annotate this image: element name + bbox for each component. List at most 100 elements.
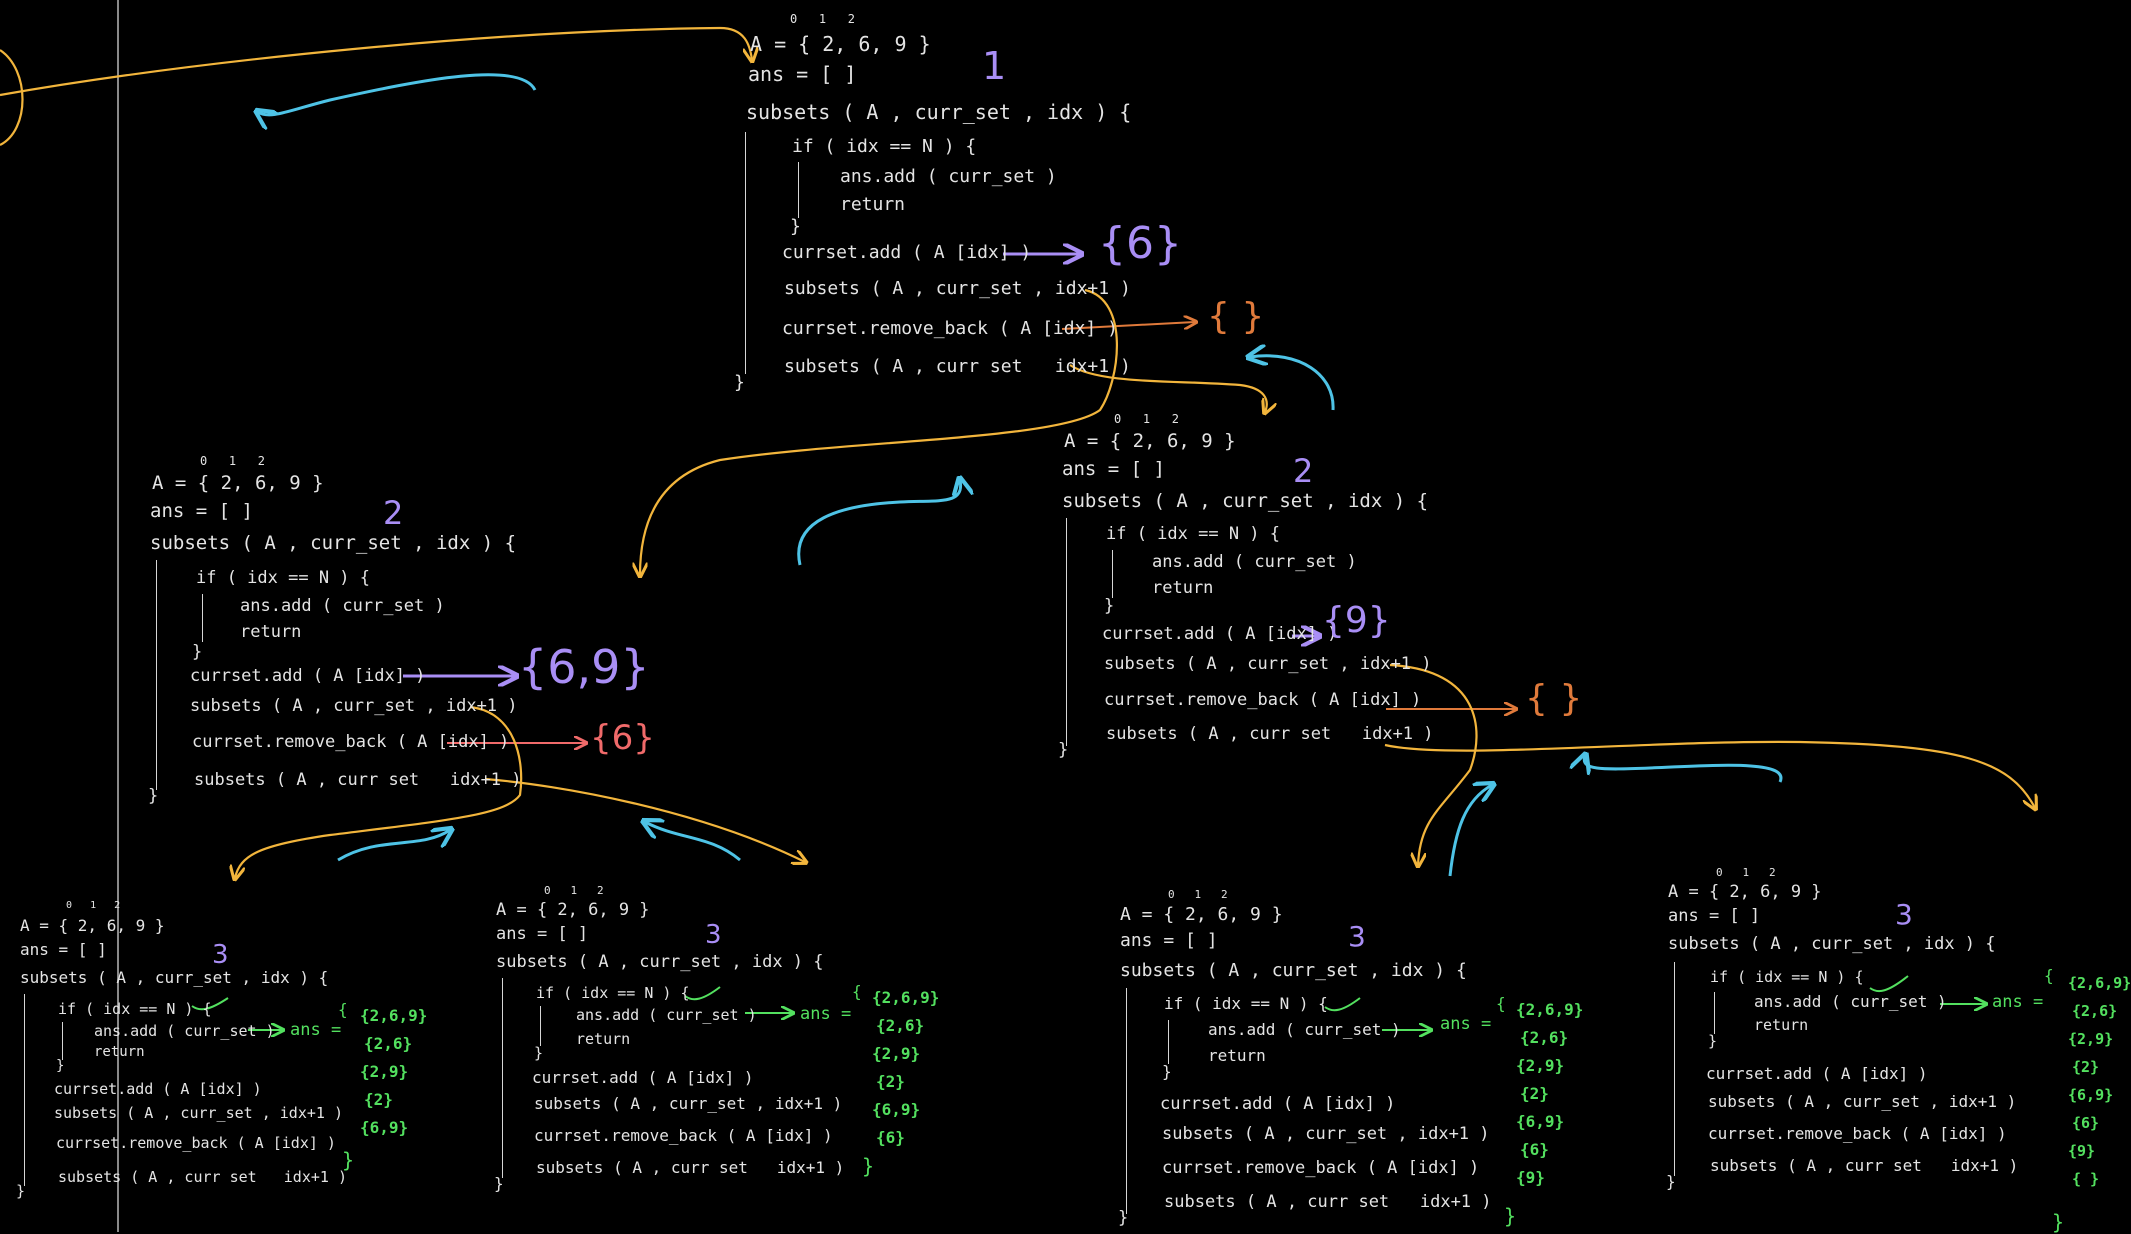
ans-init: ans = [ ] <box>1120 930 1218 951</box>
currset-remove: currset.remove_back ( A [idx] ) <box>56 1134 336 1152</box>
recursive-call-1: subsets ( A , curr_set , idx+1 ) <box>1162 1124 1490 1144</box>
recursive-call-2: subsets ( A , curr set idx+1 ) <box>536 1158 845 1177</box>
function-signature: subsets ( A , curr_set , idx ) { <box>746 100 1132 124</box>
recursive-call-1: subsets ( A , curr_set , idx+1 ) <box>534 1094 843 1113</box>
currset-remove: currset.remove_back ( A [idx] ) <box>1104 690 1422 710</box>
check-mark-frame7 <box>1869 975 1909 993</box>
recursive-call-1: subsets ( A , curr_set , idx+1 ) <box>1708 1092 2017 1111</box>
currset-add: currset.add ( A [idx] ) <box>1706 1064 1928 1083</box>
array-definition: A = { 2, 6, 9 } <box>1668 882 1822 902</box>
array-definition: A = { 2, 6, 9 } <box>750 32 931 56</box>
currset-remove: currset.remove_back ( A [idx] ) <box>192 732 510 752</box>
function-close: } <box>494 1174 504 1193</box>
ans-init: ans = [ ] <box>20 940 107 959</box>
ans-init: ans = [ ] <box>1062 458 1165 480</box>
if-body-bar <box>202 594 203 642</box>
array-indices: 0 1 2 <box>1716 866 1776 879</box>
ans-label: ans = <box>290 1020 342 1040</box>
base-case-close: } <box>790 216 801 237</box>
currset-remove: currset.remove_back ( A [idx] ) <box>1708 1124 2007 1143</box>
recursive-call-2: subsets ( A , curr set idx+1 ) <box>194 770 522 790</box>
return-arrow-frame5 <box>645 822 741 862</box>
if-body-bar <box>798 162 799 218</box>
base-case-if: if ( idx == N ) { <box>792 136 977 157</box>
base-case-return: return <box>240 622 302 642</box>
return-arrow-frame3 <box>1250 356 1335 411</box>
function-body-bar <box>24 994 25 1186</box>
if-body-bar <box>1714 992 1715 1034</box>
ans-label: ans = <box>800 1004 852 1024</box>
function-body-bar <box>745 132 746 374</box>
function-close: } <box>148 786 159 806</box>
array-definition: A = { 2, 6, 9 } <box>1064 430 1236 452</box>
function-body-bar <box>1674 962 1675 1176</box>
array-indices: 0 1 2 <box>1168 888 1228 901</box>
answer-subset: {2,6,9} <box>1516 1000 1584 1019</box>
base-case-close: } <box>1162 1062 1172 1081</box>
recursive-call-1: subsets ( A , curr_set , idx+1 ) <box>784 278 1131 299</box>
return-arrow-frame4 <box>337 830 450 862</box>
if-body-bar <box>1112 550 1113 598</box>
answer-subset: {2} <box>364 1090 393 1109</box>
ans-close-brace: } <box>342 1148 355 1172</box>
base-case-close: } <box>56 1058 65 1074</box>
base-case-return: return <box>1754 1016 1809 1034</box>
array-definition: A = { 2, 6, 9 } <box>1120 904 1283 925</box>
array-indices: 0 1 2 <box>1114 412 1180 426</box>
currset-add: currset.add ( A [idx] ) <box>1102 624 1338 644</box>
answer-subset: {6,9} <box>872 1100 921 1119</box>
entry-arc <box>0 49 24 146</box>
base-case-return: return <box>1208 1046 1266 1065</box>
answer-subset: {2,6,9} <box>872 988 940 1007</box>
answer-subset: {2,9} <box>360 1062 409 1081</box>
answer-block-frame7: ans = { } {2,6,9}{2,6}{2,9}{2}{6,9}{6}{9… <box>1992 966 2131 1234</box>
set-after-add-frame1: {6} <box>1098 218 1182 269</box>
check-mark-frame5 <box>684 986 721 1001</box>
step-label-frame7: 3 <box>1895 898 1913 931</box>
step-label-frame1: 1 <box>982 44 1007 88</box>
array-definition: A = { 2, 6, 9 } <box>20 916 165 935</box>
array-indices: 0 1 2 <box>544 884 604 897</box>
set-after-remove-frame1: { } <box>1207 296 1265 337</box>
base-case-close: } <box>1708 1032 1718 1050</box>
answer-subset: {2,6} <box>1520 1028 1569 1047</box>
function-body-bar <box>1126 988 1127 1214</box>
recursive-call-2: subsets ( A , curr set idx+1 ) <box>1106 724 1434 744</box>
step-label-frame5: 3 <box>705 920 722 950</box>
return-arrow-frame6 <box>1448 785 1492 877</box>
answer-subset: {2} <box>2072 1058 2100 1076</box>
base-case-return: return <box>1152 578 1214 598</box>
ans-init: ans = [ ] <box>748 62 857 86</box>
return-arrow-frame7 <box>1584 756 1783 783</box>
base-case-if: if ( idx == N ) { <box>1710 968 1864 986</box>
base-case-add: ans.add ( curr_set ) <box>240 596 445 616</box>
base-case-if: if ( idx == N ) { <box>196 568 370 588</box>
base-case-add: ans.add ( curr_set ) <box>1152 552 1357 572</box>
answer-subset: {2,6,9} <box>2068 974 2131 992</box>
answer-subset: { } <box>2072 1170 2100 1188</box>
ans-close-brace: } <box>1504 1204 1517 1228</box>
recursive-call-2: subsets ( A , curr set idx+1 ) <box>1710 1156 2019 1175</box>
if-body-bar <box>62 1022 63 1060</box>
function-signature: subsets ( A , curr_set , idx ) { <box>1120 960 1467 981</box>
set-after-remove-frame2: {6} <box>590 718 655 758</box>
function-signature: subsets ( A , curr_set , idx ) { <box>150 532 517 554</box>
answer-subset: {2,9} <box>872 1044 921 1063</box>
step-label-frame6: 3 <box>1348 920 1366 953</box>
if-body-bar <box>1168 1020 1169 1064</box>
ans-open-brace: { <box>852 982 862 1001</box>
recursive-call-2: subsets ( A , curr set idx+1 ) <box>1164 1192 1492 1212</box>
base-case-add: ans.add ( curr_set ) <box>1208 1020 1401 1039</box>
base-case-close: } <box>192 642 203 662</box>
base-case-close: } <box>534 1044 544 1062</box>
function-signature: subsets ( A , curr_set , idx ) { <box>1668 934 1996 954</box>
answer-subset: {6,9} <box>2068 1086 2114 1104</box>
function-signature: subsets ( A , curr_set , idx ) { <box>1062 490 1429 512</box>
currset-add: currset.add ( A [idx] ) <box>190 666 426 686</box>
step-label-frame4: 3 <box>212 940 229 970</box>
answer-subset: {6,9} <box>1516 1112 1565 1131</box>
function-close: } <box>734 372 745 393</box>
ans-close-brace: } <box>862 1154 875 1178</box>
answer-subset: {9} <box>1516 1168 1545 1187</box>
